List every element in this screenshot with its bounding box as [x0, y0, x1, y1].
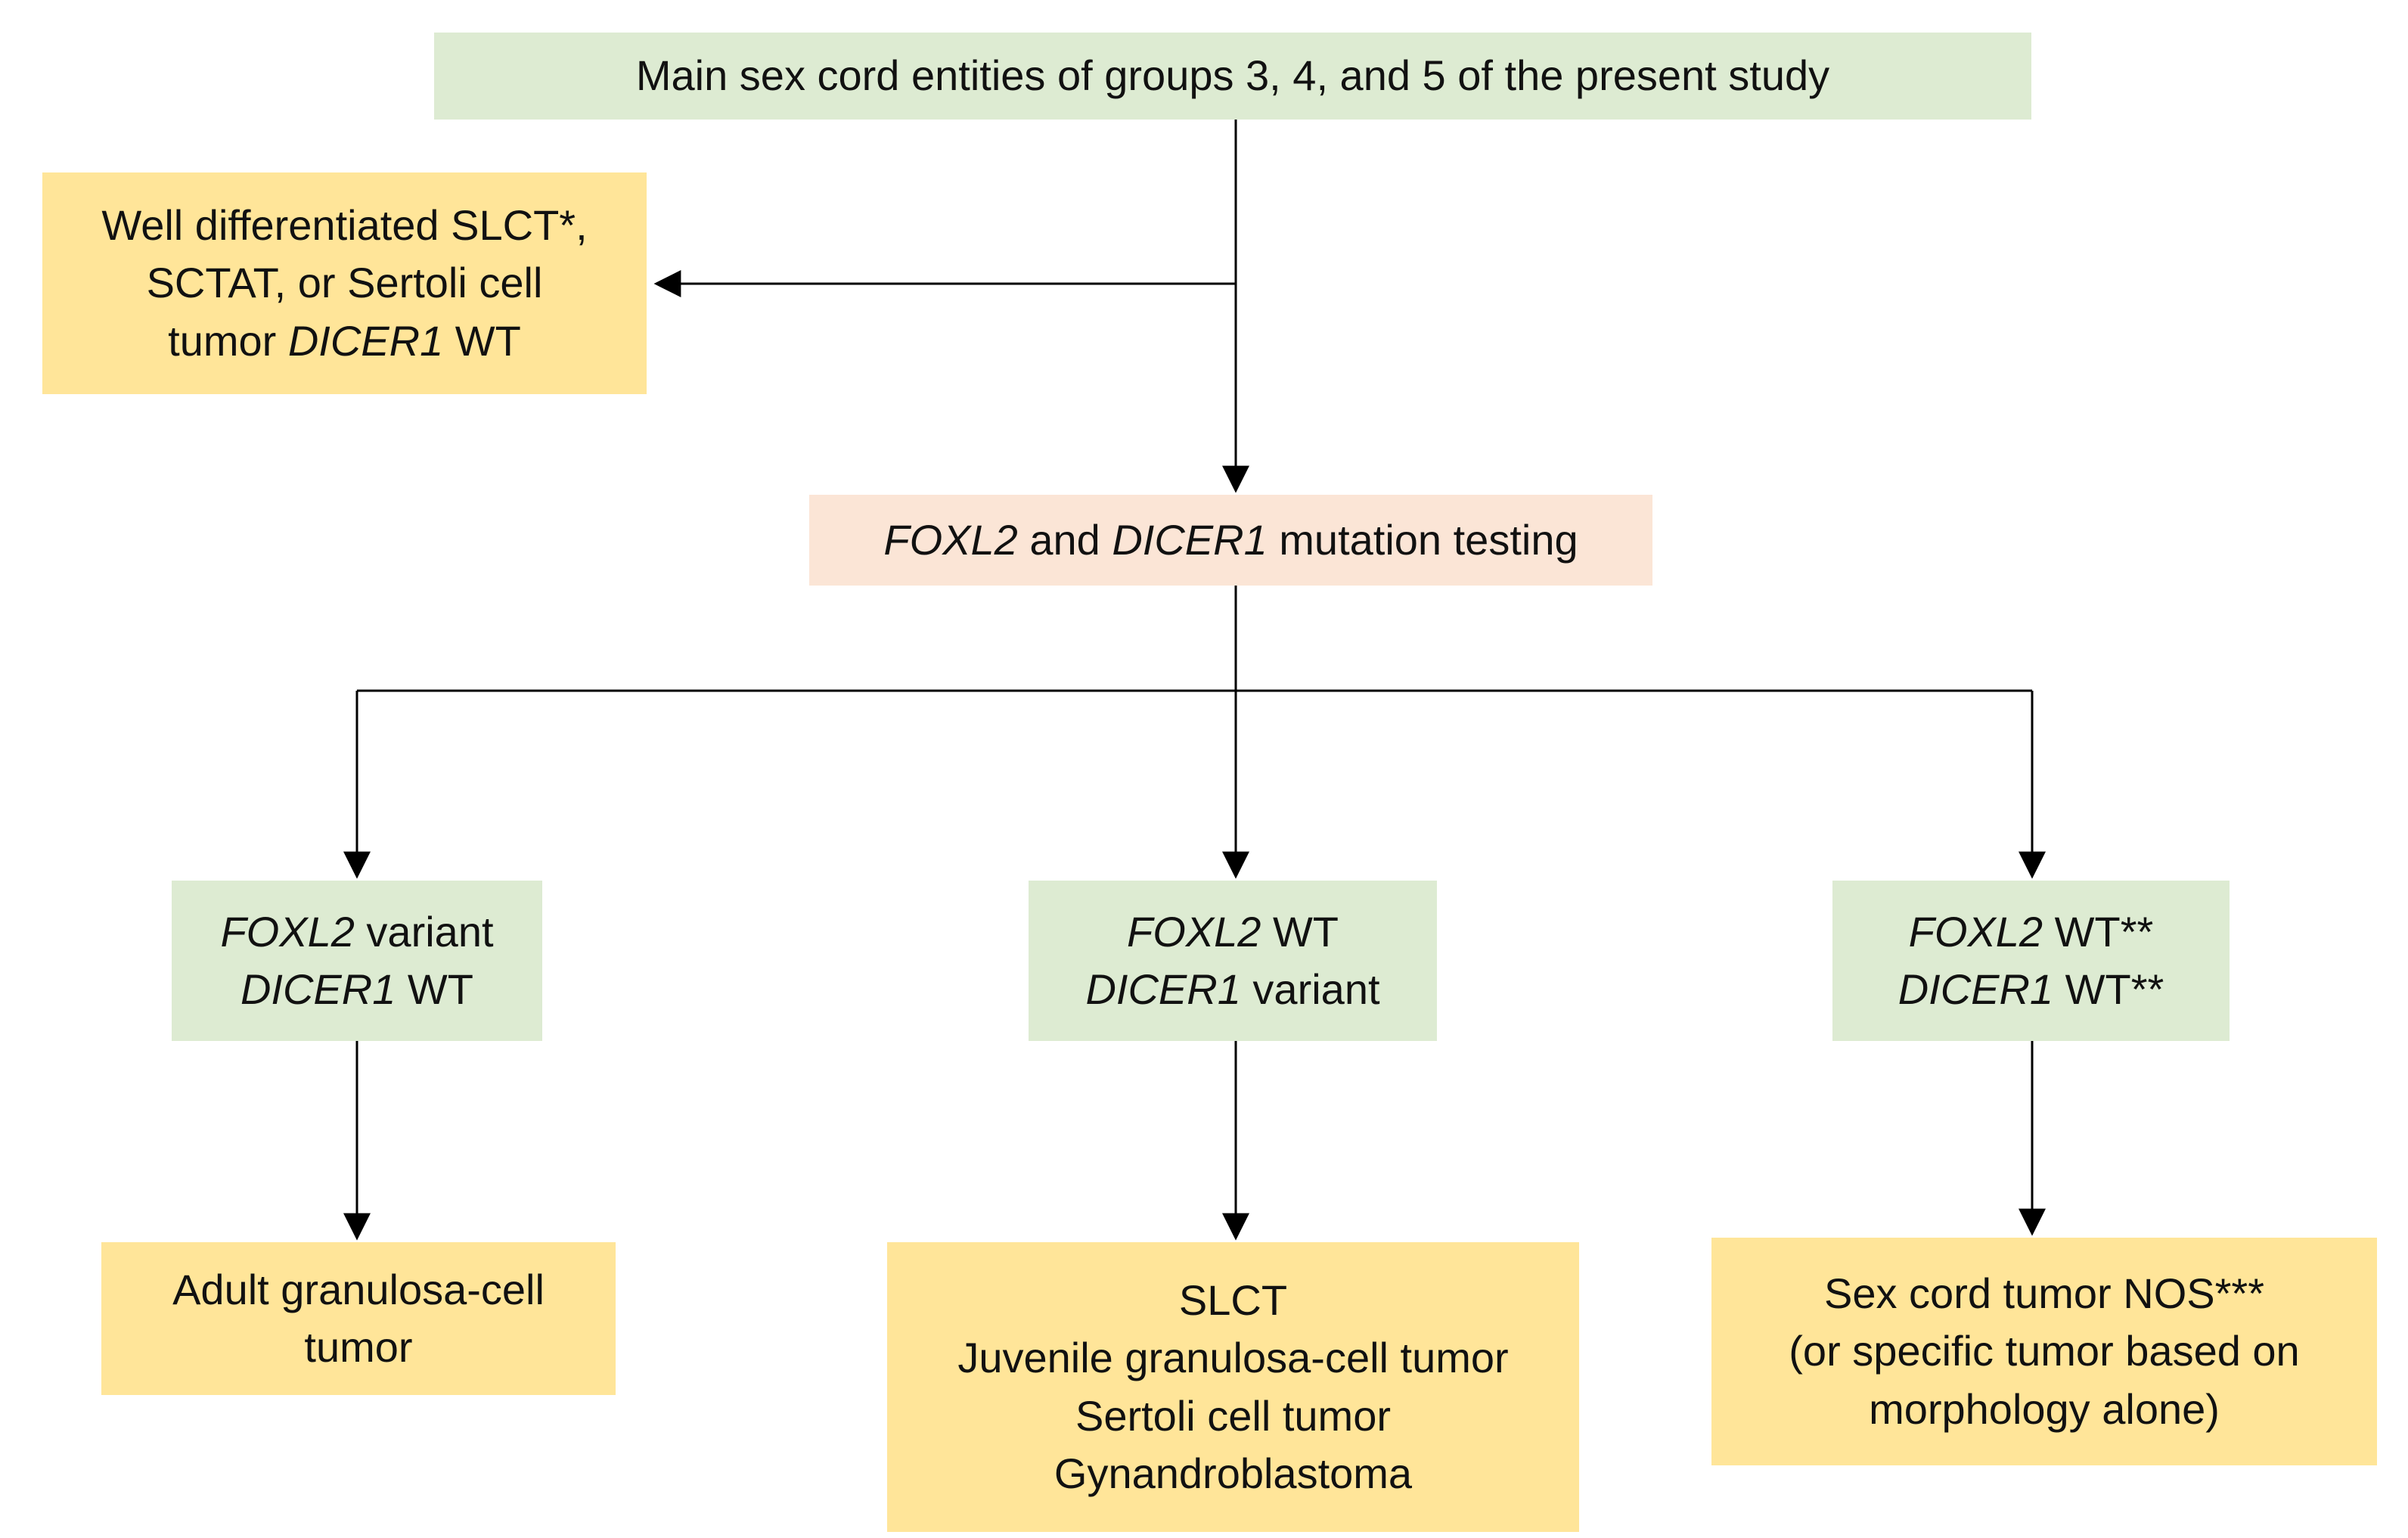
- node-main-entities-label: Main sex cord entities of groups 3, 4, a…: [635, 51, 1830, 100]
- node-foxl2-wt-dicer1-wt-label: FOXL2 WT**DICER1 WT**: [1898, 907, 2164, 1013]
- node-sex-cord-tumor-nos: Sex cord tumor NOS***(or specific tumor …: [1711, 1238, 2377, 1465]
- node-main-entities: Main sex cord entities of groups 3, 4, a…: [434, 33, 2031, 120]
- node-sex-cord-tumor-nos-label: Sex cord tumor NOS***(or specific tumor …: [1789, 1269, 2300, 1433]
- node-well-differentiated-exit-label: Well differentiated SLCT*,SCTAT, or Sert…: [101, 201, 588, 365]
- node-mutation-testing: FOXL2 and DICER1 mutation testing: [809, 495, 1652, 586]
- node-well-differentiated-exit: Well differentiated SLCT*,SCTAT, or Sert…: [42, 172, 647, 394]
- node-mutation-testing-label: FOXL2 and DICER1 mutation testing: [883, 515, 1578, 564]
- node-foxl2-wt-dicer1-wt: FOXL2 WT**DICER1 WT**: [1832, 881, 2230, 1041]
